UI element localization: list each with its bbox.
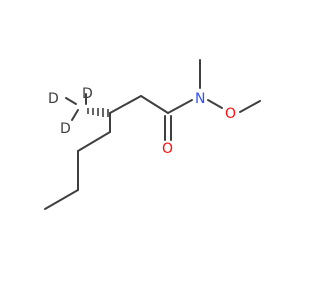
atom-labels: D D D N O O xyxy=(48,86,236,157)
bond-c6-c7 xyxy=(77,131,111,152)
stereo-hash-bond xyxy=(87,108,109,117)
nitrogen-label: N xyxy=(195,91,205,107)
bond-c3-c2 xyxy=(109,95,142,114)
bond-c2-c1 xyxy=(140,95,169,114)
bond-o-methyl xyxy=(239,100,261,113)
bond-cd3-d-left xyxy=(65,97,77,105)
bond-c8-c9 xyxy=(44,189,79,210)
molecule-structure: D D D N O O xyxy=(44,59,261,210)
bond-lines xyxy=(44,59,261,210)
methoxy-oxygen-label: O xyxy=(225,106,236,122)
bond-c1-n xyxy=(167,99,193,114)
bond-cd3-d-bottom xyxy=(71,109,79,121)
bond-n-o xyxy=(207,99,223,109)
deuterium-label-left: D xyxy=(48,91,59,107)
deuterium-label-top: D xyxy=(82,86,93,102)
carbonyl-oxygen-label: O xyxy=(162,141,173,157)
deuterium-label-bottom: D xyxy=(60,121,71,137)
